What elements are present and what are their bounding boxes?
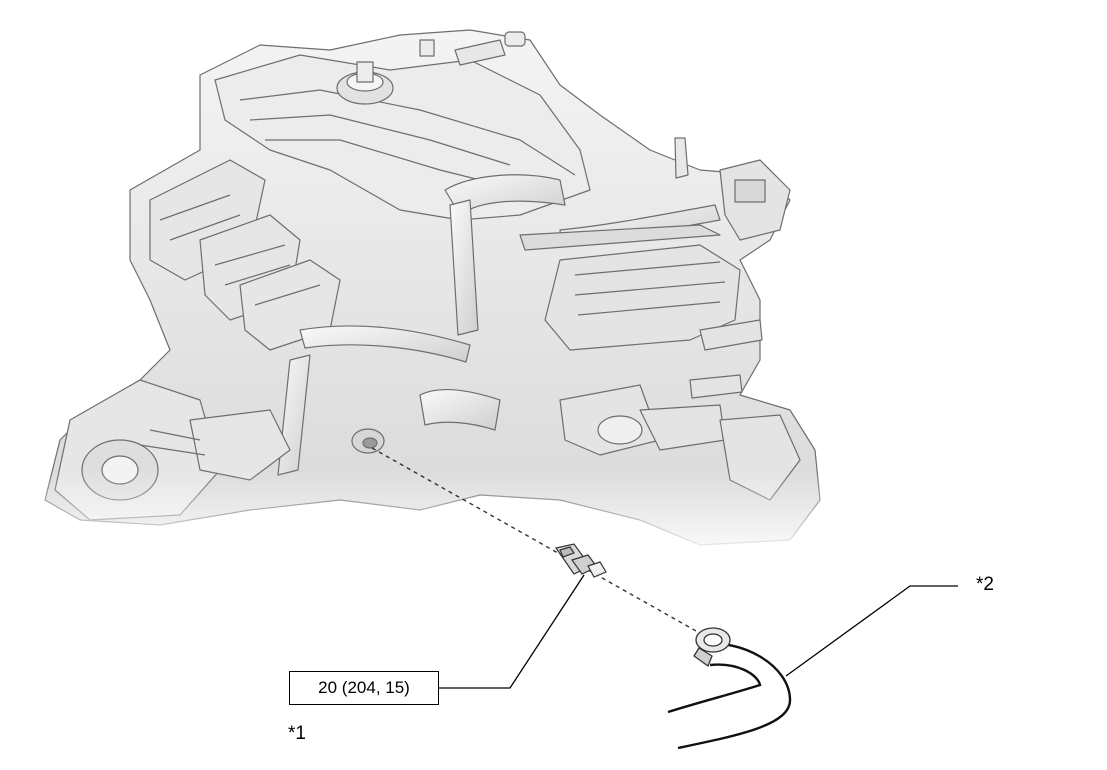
- installation-guide-line: [371, 447, 713, 641]
- torque-spec-box: 20 (204, 15): [289, 671, 439, 705]
- hose-clamp: [693, 627, 731, 668]
- leader-line-2: [785, 585, 958, 677]
- leader-line-torque: [439, 574, 585, 689]
- hose-part: [667, 627, 792, 750]
- callout-label-2: *2: [976, 574, 994, 595]
- intake-manifold: [149, 159, 341, 351]
- coolant-pipes: [277, 174, 721, 476]
- sensor-part: [554, 543, 607, 578]
- callout-label-1: *1: [288, 723, 306, 744]
- engine-assembly: [30, 29, 830, 560]
